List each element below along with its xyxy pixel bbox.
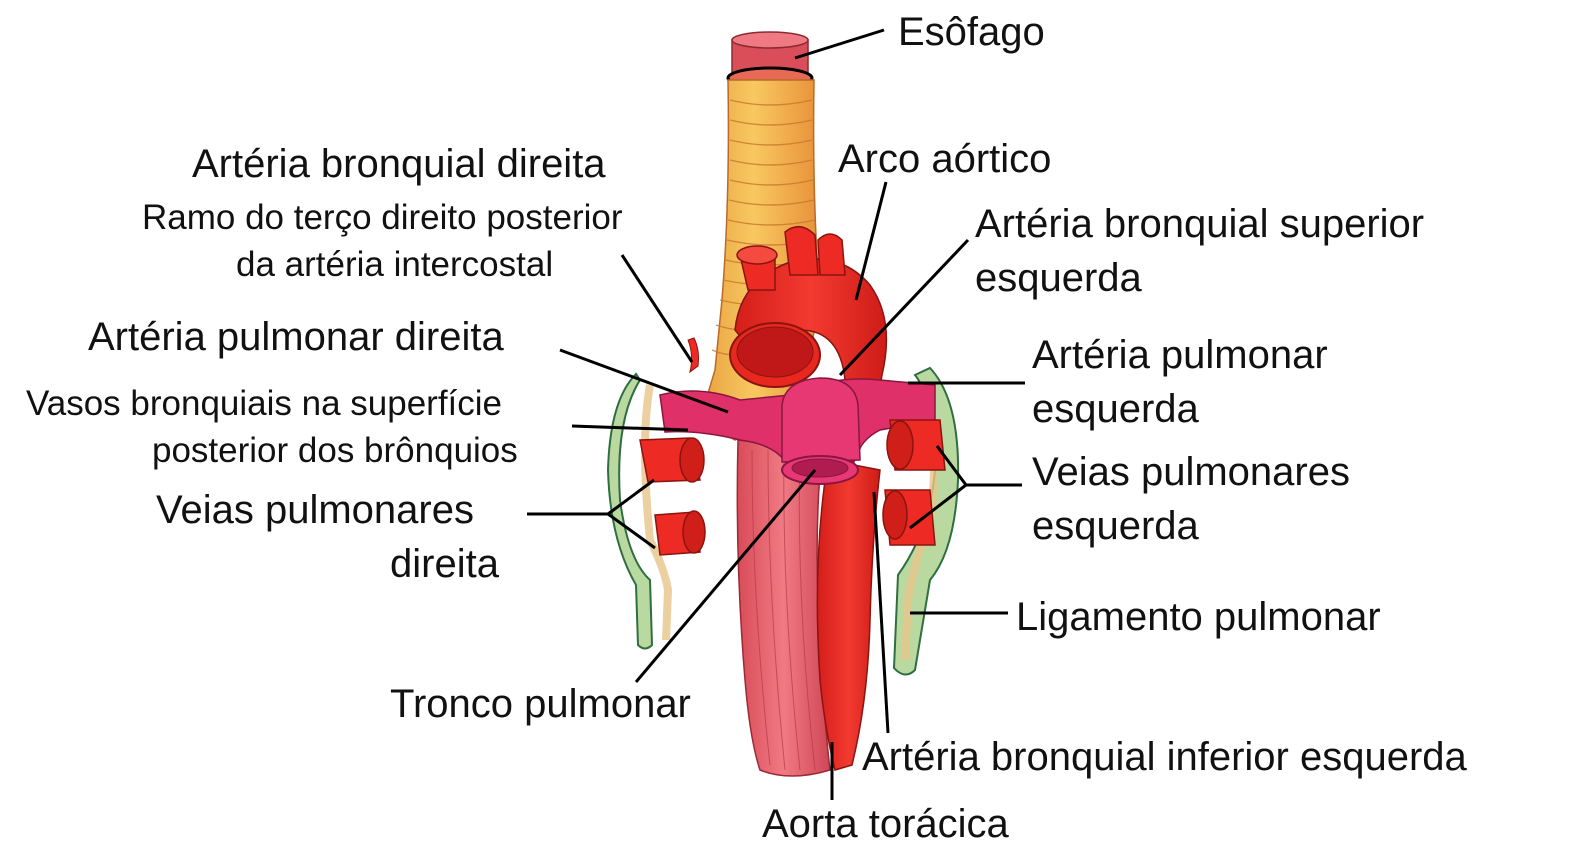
label-vasos-line1: Vasos bronquiais na superfície xyxy=(26,384,502,423)
leader-ramo xyxy=(620,254,694,363)
leader-veias-pulm-dir xyxy=(527,512,656,550)
label-veias-pulm-dir-2: direita xyxy=(390,542,500,586)
leader-vasos xyxy=(571,424,689,432)
label-arteria-bronquial-superior-esq-2: esquerda xyxy=(975,256,1143,300)
label-arteria-bronquial-direita: Artéria bronquial direita xyxy=(192,142,606,186)
label-arteria-pulmonar-esq-2: esquerda xyxy=(1032,387,1200,431)
label-aorta-toracica: Aorta torácica xyxy=(762,802,1010,846)
aortic-arch xyxy=(729,226,888,471)
label-arteria-bronquial-superior-esq-1: Artéria bronquial superior xyxy=(975,202,1424,246)
leader-veias-pulm-dir-b xyxy=(607,478,655,516)
anatomy-illustration xyxy=(606,31,960,777)
leader-arteria-pulmonar-direita xyxy=(559,348,729,414)
leader-tronco xyxy=(634,469,817,683)
label-veias-pulm-esq-2: esquerda xyxy=(1032,504,1200,548)
label-veias-pulm-dir-1: Veias pulmonares xyxy=(156,488,474,532)
leader-veias-pulm-esq-b xyxy=(909,483,967,530)
label-tronco-pulmonar: Tronco pulmonar xyxy=(390,682,691,726)
left-pulmonary-veins xyxy=(882,419,946,546)
label-ligamento-pulmonar: Ligamento pulmonar xyxy=(1016,595,1381,639)
lower-esophagus xyxy=(736,439,831,777)
label-arteria-bronquial-inferior-esq: Artéria bronquial inferior esquerda xyxy=(862,735,1468,779)
leader-arco-aortico xyxy=(854,181,888,301)
label-veias-pulm-esq-1: Veias pulmonares xyxy=(1032,450,1350,494)
label-ramo-line2: da artéria intercostal xyxy=(236,245,553,284)
label-ramo-line1: Ramo do terço direito posterior xyxy=(142,198,623,237)
label-arteria-pulmonar-esq-1: Artéria pulmonar xyxy=(1032,333,1328,377)
leader-lines xyxy=(527,28,1025,800)
thoracic-aorta xyxy=(816,459,881,771)
label-esofago: Esôfago xyxy=(898,10,1045,54)
right-pleura xyxy=(606,372,673,650)
label-arco-aortico: Arco aórtico xyxy=(838,137,1051,181)
labels: Esôfago Arco aórtico Artéria bronquial d… xyxy=(26,10,1468,846)
leader-arteria-bronquial-inferior-esq xyxy=(872,491,890,734)
pulmonary-arteries xyxy=(659,377,936,485)
label-arteria-pulmonar-direita: Artéria pulmonar direita xyxy=(88,315,504,359)
right-pulmonary-veins xyxy=(639,437,706,556)
leader-arteria-bronquial-superior-esq xyxy=(838,238,970,377)
leader-esofago xyxy=(794,28,885,60)
label-vasos-line2: posterior dos brônquios xyxy=(152,431,518,470)
